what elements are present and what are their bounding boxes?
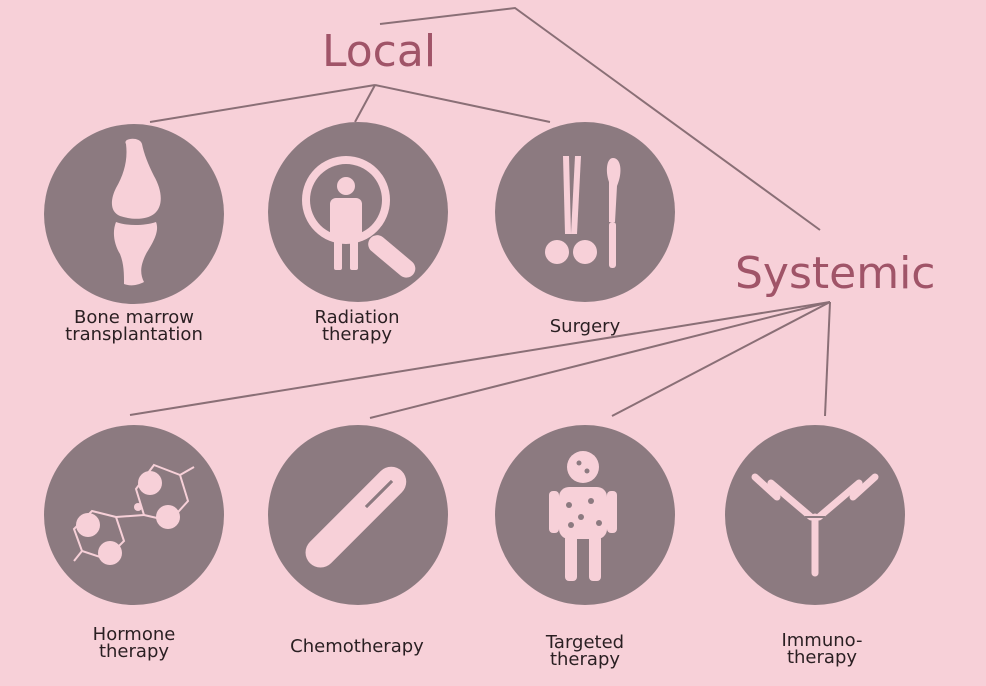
local-line-bone (149, 84, 376, 123)
label-surgery: Surgery (485, 316, 685, 337)
label-targeted-line2: therapy (549, 649, 621, 670)
local-systemic-link (379, 6, 821, 231)
test-tube-icon (268, 425, 448, 605)
systemic-heading: Systemic (735, 248, 936, 299)
systemic-line-targeted (611, 301, 831, 417)
label-radiation: Radiation therapy (257, 307, 457, 345)
label-radiation-line2: therapy (321, 324, 393, 345)
label-immuno-line1: Immuno- (781, 630, 863, 651)
surgical-tools-icon (495, 122, 675, 302)
label-surgery-line1: Surgery (549, 316, 621, 337)
label-bone-marrow: Bone marrow transplantation (34, 307, 234, 345)
systemic-line-hormone (129, 301, 831, 416)
local-line-radiation (354, 84, 376, 123)
antibody-icon (725, 425, 905, 605)
local-heading: Local (322, 26, 437, 77)
label-targeted: Targeted therapy (485, 632, 685, 670)
label-chemotherapy-line1: Chemotherapy (290, 636, 424, 657)
magnifier-person-icon (268, 122, 448, 302)
label-hormone-line1: Hormone (92, 624, 176, 645)
molecule-icon (44, 425, 224, 605)
label-hormone: Hormone therapy (34, 624, 234, 662)
label-immuno: Immuno- therapy (722, 630, 922, 668)
label-radiation-line1: Radiation (314, 307, 400, 328)
label-bone-marrow-line2: transplantation (65, 324, 203, 345)
label-hormone-line2: therapy (98, 641, 170, 662)
label-targeted-line1: Targeted (545, 632, 625, 653)
label-bone-marrow-line1: Bone marrow (74, 307, 194, 328)
systemic-line-immuno (824, 301, 831, 417)
label-immuno-line2: therapy (786, 647, 858, 668)
systemic-line-chemo (369, 301, 831, 419)
body-cells-icon (495, 425, 675, 605)
label-chemotherapy: Chemotherapy (257, 636, 457, 657)
local-line-surgery (374, 84, 551, 123)
bone-joint-icon (44, 124, 224, 304)
